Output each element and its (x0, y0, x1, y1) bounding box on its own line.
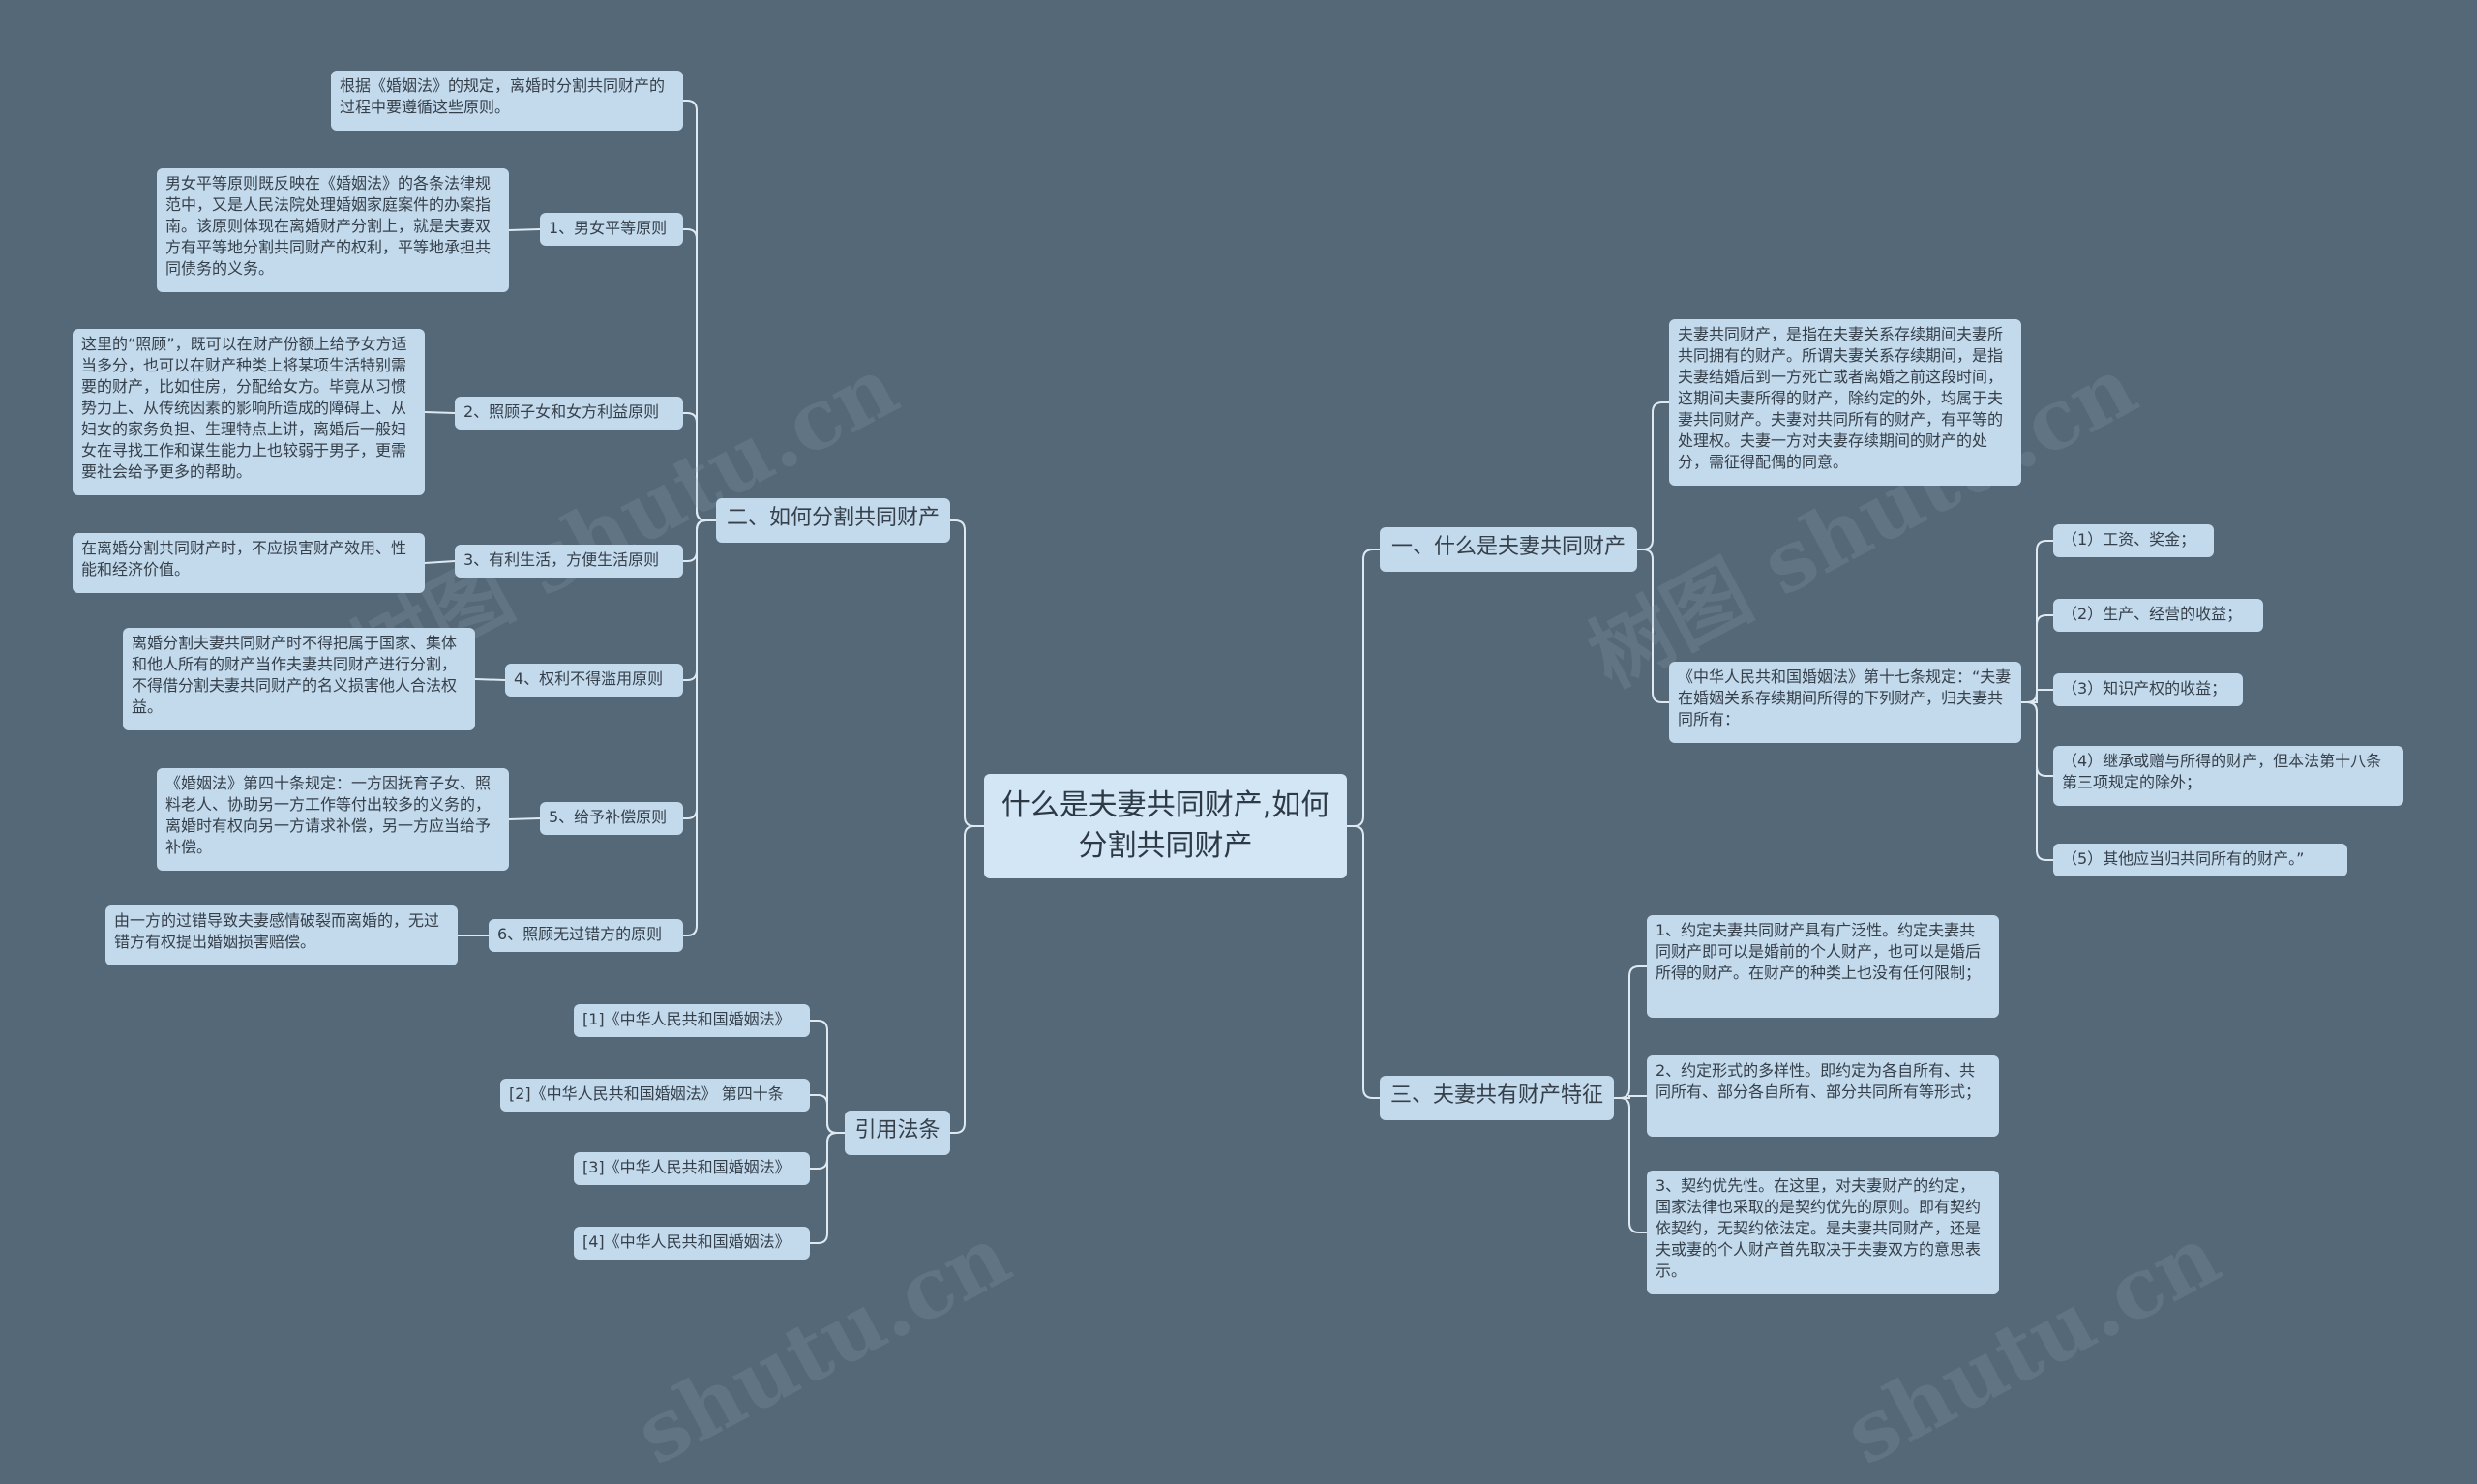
connector-line (424, 411, 456, 414)
principle-4-note[interactable]: 离婚分割夫妻共同财产时不得把属于国家、集体和他人所有的财产当作夫妻共同财产进行分… (123, 628, 475, 730)
connector-line (683, 228, 716, 521)
connector-line (1637, 549, 1669, 703)
principle-1-gender-equality[interactable]: 1、男女平等原则 (540, 213, 683, 246)
citation-item[interactable]: [3]《中华人民共和国婚姻法》 (574, 1152, 810, 1185)
connector-line (683, 519, 716, 681)
principle-4-no-abuse-of-rights[interactable]: 4、权利不得滥用原则 (505, 664, 683, 697)
connector-line (474, 678, 506, 681)
property-item[interactable]: （3）知识产权的收益； (2053, 673, 2243, 706)
connector-line (950, 519, 984, 827)
connector-line (810, 1132, 845, 1244)
principle-6-innocent-party[interactable]: 6、照顾无过错方的原则 (489, 919, 683, 952)
principle-1-note[interactable]: 男女平等原则既反映在《婚姻法》的各条法律规范中，又是人民法院处理婚姻家庭案件的办… (157, 168, 509, 292)
citation-item[interactable]: [1]《中华人民共和国婚姻法》 (574, 1004, 810, 1037)
branch-division-of-property[interactable]: 二、如何分割共同财产 (716, 498, 950, 543)
principle-3-note[interactable]: 在离婚分割共同财产时，不应损害财产效用、性能和经济价值。 (73, 533, 425, 593)
connector-line (950, 825, 984, 1134)
principle-3-convenient-living[interactable]: 3、有利生活，方便生活原则 (455, 545, 683, 578)
citation-item[interactable]: [4]《中华人民共和国婚姻法》 (574, 1227, 810, 1260)
property-item[interactable]: （2）生产、经营的收益； (2053, 599, 2263, 632)
connector-line (683, 519, 716, 562)
branch-definition[interactable]: 一、什么是夫妻共同财产 (1380, 527, 1637, 572)
connector-line (1347, 825, 1380, 1099)
property-item[interactable]: （1）工资、奖金； (2053, 524, 2214, 557)
branch-features[interactable]: 三、夫妻共有财产特征 (1380, 1076, 1614, 1120)
principle-2-note[interactable]: 这里的“照顾”，既可以在财产份额上给予女方适当多分，也可以在财产种类上将某项生活… (73, 329, 425, 495)
connector-line (508, 228, 541, 231)
connector-line (1637, 401, 1669, 550)
connector-line (683, 519, 716, 936)
root-topic[interactable]: 什么是夫妻共同财产,如何分割共同财产 (984, 774, 1347, 878)
feature-item[interactable]: 1、约定夫妻共同财产具有广泛性。约定夫妻共同财产即可以是婚前的个人财产，也可以是… (1647, 915, 1999, 1018)
connector-line (683, 100, 716, 521)
branch-citations[interactable]: 引用法条 (845, 1111, 950, 1155)
principle-5-compensation[interactable]: 5、给予补偿原则 (540, 802, 683, 835)
connector-line (2021, 701, 2053, 861)
connector-line (1614, 965, 1647, 1099)
connector-line (424, 560, 456, 564)
principle-2-children-women[interactable]: 2、照顾子女和女方利益原则 (455, 397, 683, 430)
feature-item[interactable]: 3、契约优先性。在这里，对夫妻财产的约定，国家法律也采取的是契约优先的原则。即有… (1647, 1171, 1999, 1294)
property-item[interactable]: （5）其他应当归共同所有的财产。” (2053, 844, 2347, 876)
feature-item[interactable]: 2、约定形式的多样性。即约定为各自所有、共同所有、部分各自所有、部分共同所有等形… (1647, 1055, 1999, 1137)
connector-line (2021, 689, 2053, 703)
connector-line (508, 817, 541, 820)
division-intro-note[interactable]: 根据《婚姻法》的规定，离婚时分割共同财产的过程中要遵循这些原则。 (331, 71, 683, 131)
property-item[interactable]: （4）继承或赠与所得的财产，但本法第十八条第三项规定的除外； (2053, 746, 2403, 806)
connector-line (810, 1094, 845, 1134)
connector-line (1614, 1097, 1647, 1233)
connector-line (1347, 549, 1380, 827)
connector-line (683, 519, 716, 819)
citation-item[interactable]: [2]《中华人民共和国婚姻法》 第四十条 (500, 1079, 810, 1112)
marriage-law-article-17[interactable]: 《中华人民共和国婚姻法》第十七条规定：“夫妻在婚姻关系存续期间所得的下列财产，归… (1669, 662, 2021, 743)
connector-lines (424, 100, 2053, 1244)
principle-5-note[interactable]: 《婚姻法》第四十条规定：一方因抚育子女、照料老人、协助另一方工作等付出较多的义务… (157, 768, 509, 871)
definition-text[interactable]: 夫妻共同财产，是指在夫妻关系存续期间夫妻所共同拥有的财产。所谓夫妻关系存续期间，… (1669, 319, 2021, 486)
connector-line (683, 412, 716, 521)
principle-6-note[interactable]: 由一方的过错导致夫妻感情破裂而离婚的，无过错方有权提出婚姻损害赔偿。 (105, 905, 458, 965)
